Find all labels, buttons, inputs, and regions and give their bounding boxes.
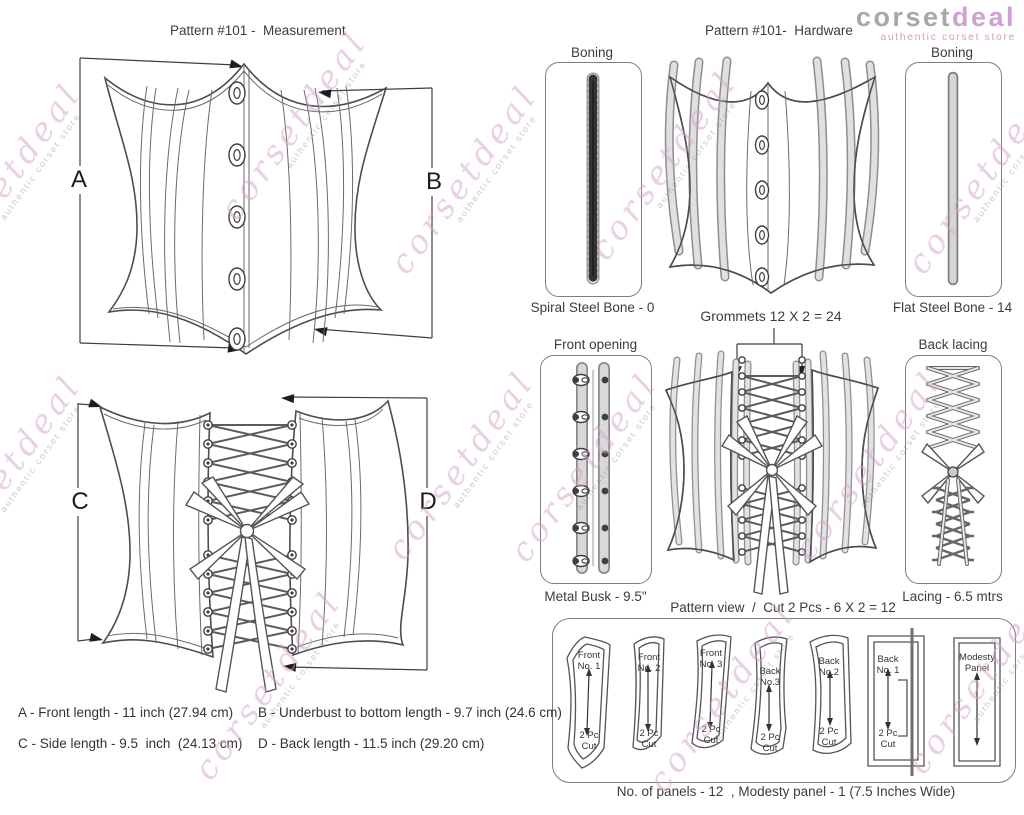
letter-a: A: [62, 166, 96, 194]
lacing-lower-mesh: [932, 478, 974, 566]
letter-d: D: [411, 488, 445, 516]
flat-bone-svg: [947, 71, 959, 286]
metal-busk-svg: [572, 362, 610, 574]
panels-note: No. of panels - 12 , Modesty panel - 1 (…: [616, 784, 956, 799]
piece-label: Back: [759, 666, 781, 677]
hardware-front-corset: [653, 55, 893, 315]
busk-loops: [228, 81, 246, 351]
piece-label: Back: [818, 656, 840, 667]
piece-cut-label: 2 Pc: [819, 726, 839, 737]
back-right-panel: [289, 399, 409, 657]
back-lacing-label: Back lacing: [918, 337, 988, 352]
piece-cut-label: 2 Pc: [878, 728, 898, 739]
letter-c: C: [63, 488, 97, 516]
piece-label: Front: [699, 648, 723, 659]
lacing-box: [905, 355, 1002, 584]
logo-part-corset: corset: [855, 2, 952, 32]
piece-cut-label: 2 Pc: [639, 728, 659, 739]
spiral-bone-svg: [586, 72, 600, 285]
piece-label: Front: [577, 650, 601, 661]
logo-tagline: authentic corset store: [880, 31, 1016, 43]
flat-bone-box: [905, 62, 1002, 297]
pattern-view-box: [552, 618, 1016, 783]
back-left-panel: [98, 405, 214, 659]
metal-busk-caption: Metal Busk - 9.5": [544, 589, 647, 604]
hardware-back-corset: [652, 298, 902, 603]
piece-label: Back: [877, 654, 899, 665]
hardware-back-svg: [664, 328, 880, 595]
back-corset-svg: [77, 394, 428, 693]
piece-cut-label: 2 Pc: [701, 724, 721, 735]
front-corset-svg: [79, 57, 433, 355]
lacing-bow: [184, 476, 311, 693]
lacing-svg: [920, 366, 986, 566]
piece-cut-label: 2 Pc: [579, 730, 599, 741]
spiral-bone-box: [545, 62, 642, 297]
piece-label: Front: [637, 652, 661, 663]
hardware-front-svg: [664, 56, 880, 294]
busk-fasteners: [572, 373, 609, 568]
measurement-a-text: A - Front length - 11 inch (27.94 cm): [18, 705, 234, 720]
flat-bone-caption: Flat Steel Bone - 14: [892, 300, 1013, 315]
measurement-c-text: C - Side length - 9.5 inch (24.13 cm): [18, 736, 243, 751]
measurement-b-text: B - Underbust to bottom length - 9.7 inc…: [258, 705, 562, 720]
logo-part-deal: deal: [951, 2, 1016, 32]
piece-label: Modesty: [959, 652, 995, 663]
lacing-caption: Lacing - 6.5 mtrs: [902, 589, 1003, 604]
brand-logo: corsetdeal authentic corset store: [856, 4, 1016, 44]
measurement-d-text: D - Back length - 11.5 inch (29.20 cm): [258, 736, 485, 751]
grommets-caption: Grommets 12 X 2 = 24: [700, 308, 842, 324]
lacing-upper-mesh: [926, 366, 980, 450]
piece-cut-label: 2 Pc: [760, 732, 780, 743]
letter-b: B: [417, 168, 451, 196]
hardware-title: Pattern #101- Hardware: [705, 23, 853, 38]
front-opening-label: Front opening: [553, 337, 638, 352]
metal-busk-box: [540, 355, 652, 584]
measurement-title: Pattern #101 - Measurement: [170, 23, 346, 38]
pattern-view-title: Pattern view / Cut 2 Pcs - 6 X 2 = 12: [670, 600, 896, 615]
back-lacing-laces: [207, 424, 293, 650]
back-view-measurement-diagram: [50, 383, 480, 718]
boning-left-label: Boning: [570, 45, 614, 60]
front-view-measurement-diagram: [50, 48, 460, 383]
hardware-back-bow: [720, 414, 824, 595]
busk-loops-small: [754, 90, 770, 287]
spiral-bone-caption: Spiral Steel Bone - 0: [530, 300, 655, 315]
brand-logo-text: corsetdeal: [856, 4, 1016, 31]
boning-right-label: Boning: [930, 45, 974, 60]
